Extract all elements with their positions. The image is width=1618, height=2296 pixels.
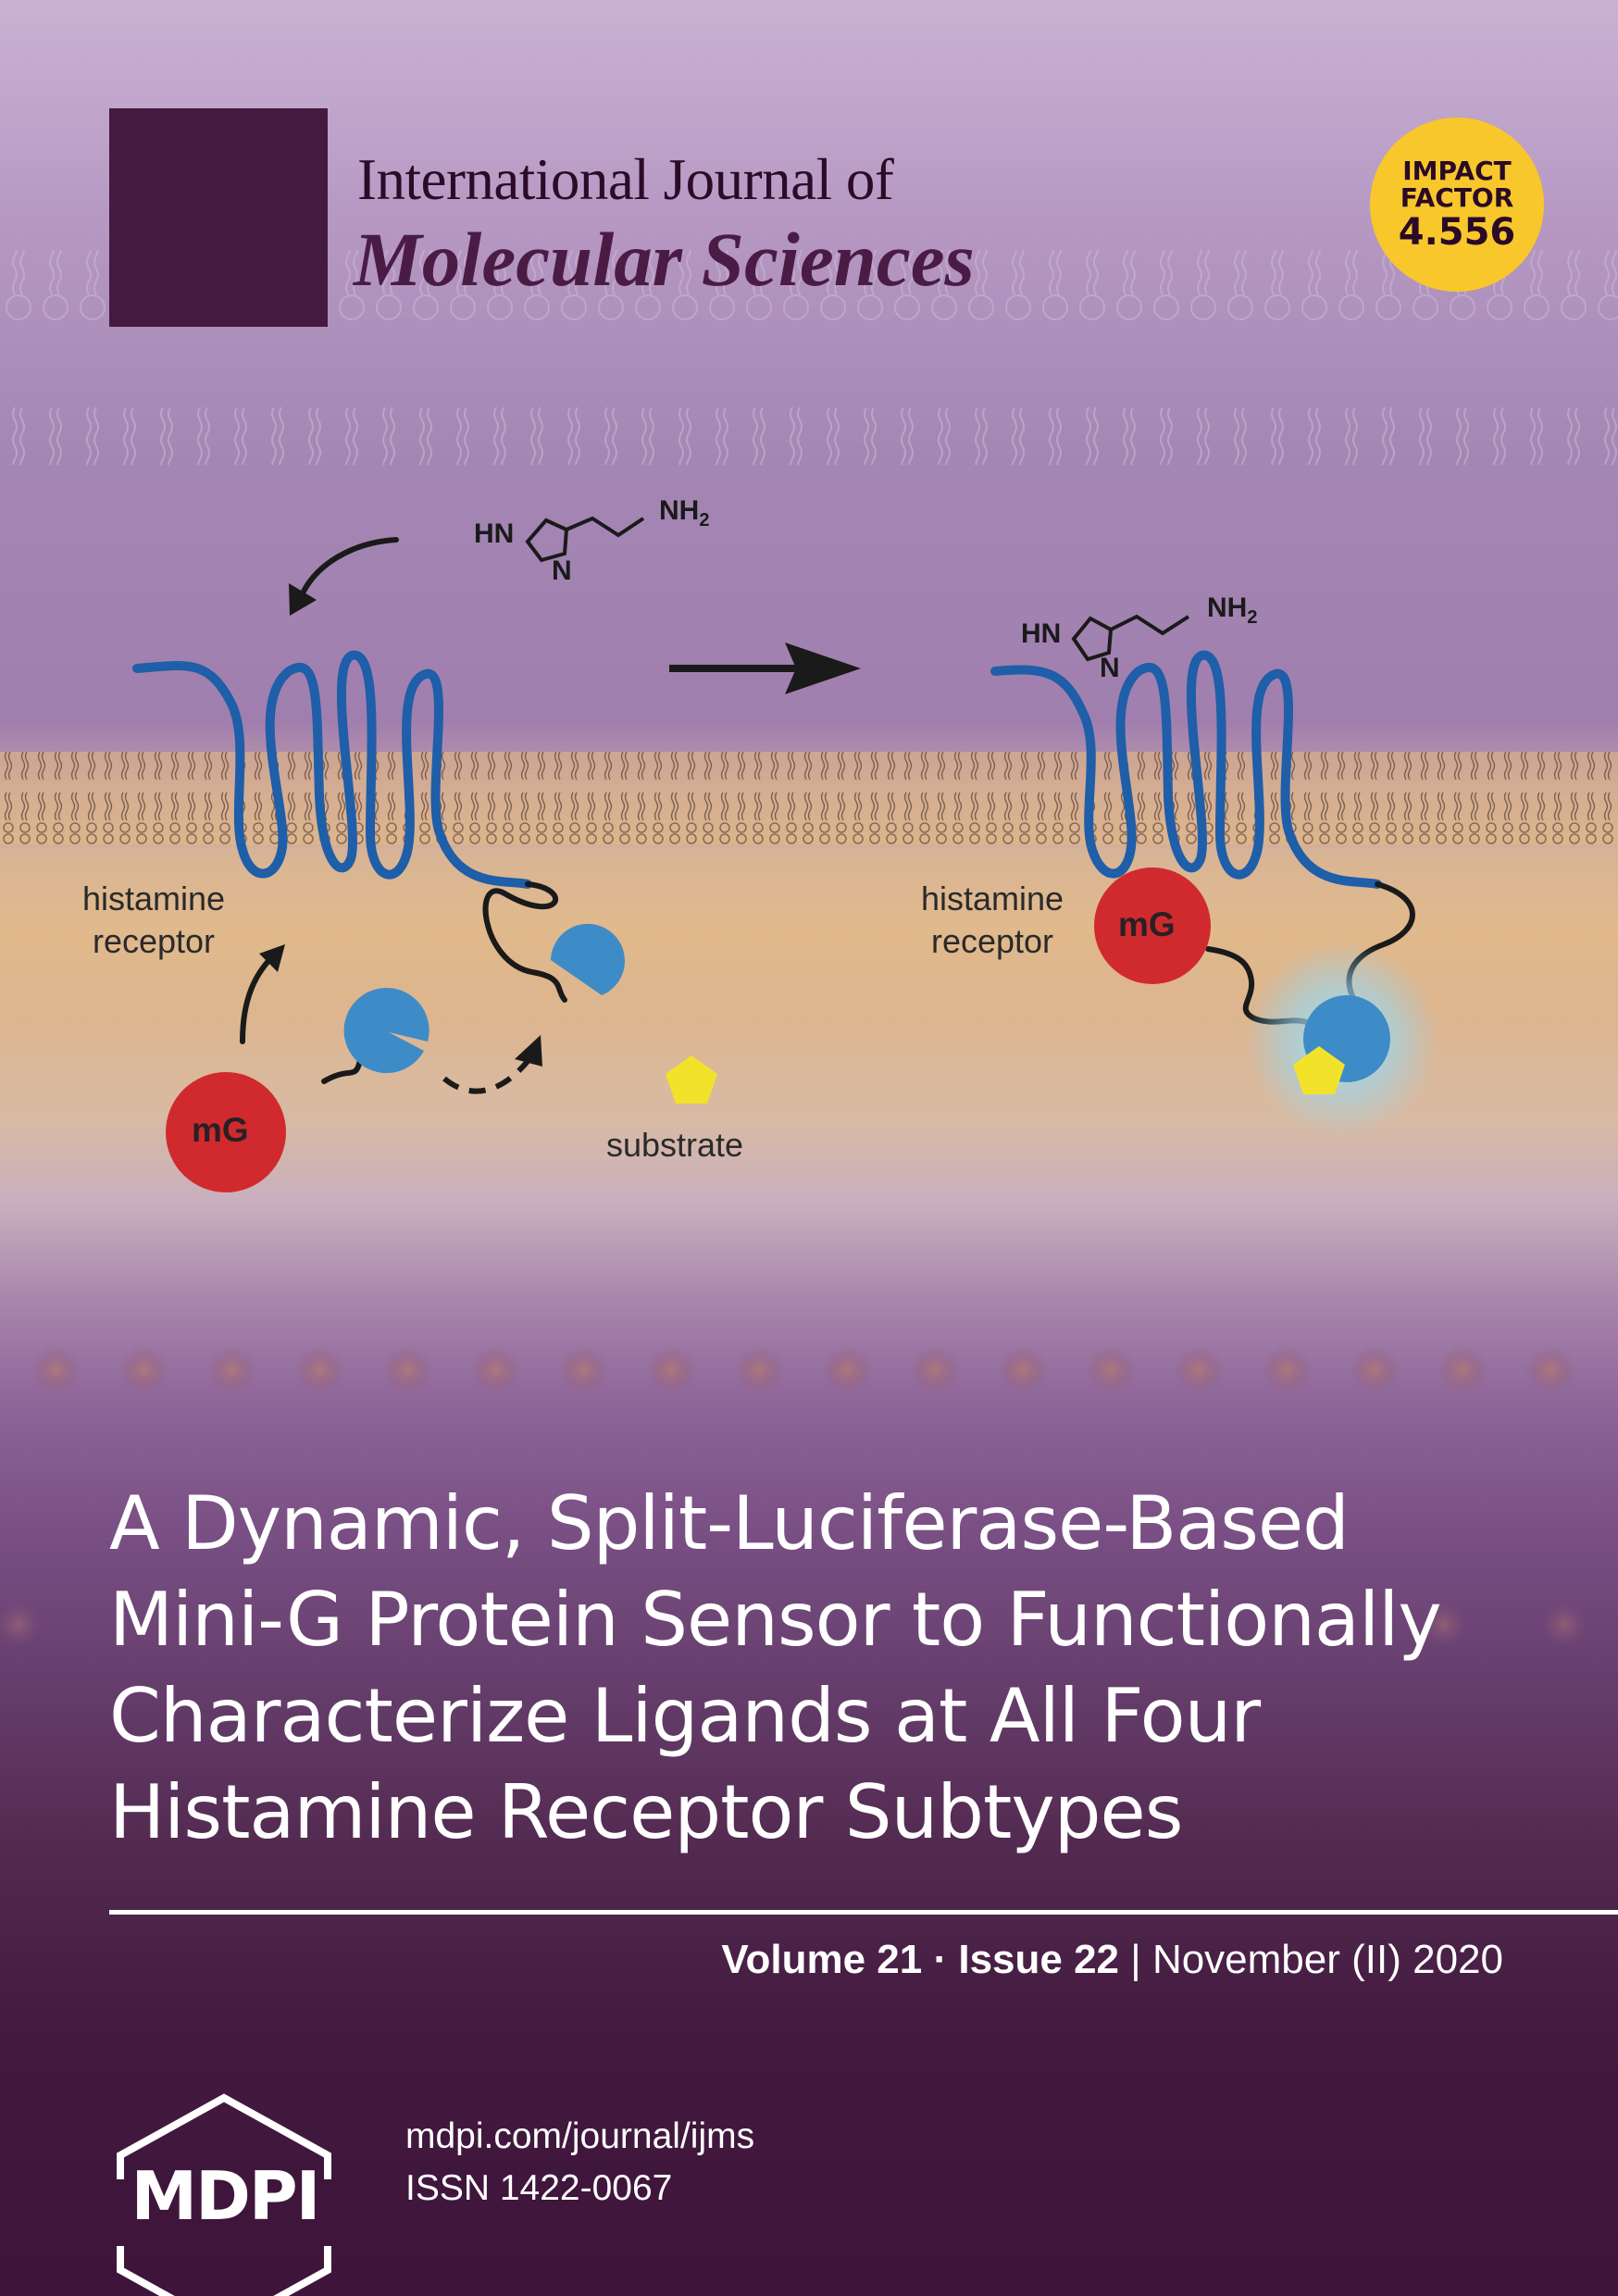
nh-text: NH bbox=[659, 495, 700, 526]
date-separator: | bbox=[1130, 1937, 1141, 1982]
curved-arrowhead bbox=[289, 583, 317, 616]
journal-title-line-2: Molecular Sciences bbox=[354, 217, 975, 302]
issue-separator: · bbox=[933, 1937, 948, 1982]
molecule-hn-left: HN bbox=[474, 518, 515, 549]
journal-url[interactable]: mdpi.com/journal/ijms bbox=[405, 2116, 755, 2156]
article-title-line-3: Characterize Ligands at All Four bbox=[109, 1673, 1261, 1759]
substrate-label: substrate bbox=[606, 1126, 744, 1164]
issue-date: November (II) 2020 bbox=[1151, 1937, 1503, 1982]
issue-info: Volume 21 · Issue 22 | November (II) 202… bbox=[721, 1937, 1503, 1983]
journal-logo-box bbox=[109, 108, 328, 327]
left-mini-g-protein bbox=[166, 1072, 286, 1192]
left-histamine-molecule bbox=[525, 516, 645, 563]
arrow-right-head bbox=[785, 643, 861, 694]
dashed-arrow bbox=[442, 1054, 535, 1094]
right-substrate bbox=[1293, 1046, 1345, 1094]
impact-factor-badge: IMPACT FACTOR 4.556 bbox=[1370, 118, 1544, 292]
nh-text: NH bbox=[1207, 593, 1248, 623]
arrow-curved-icon bbox=[298, 537, 399, 600]
right-receptor-label: histamine receptor bbox=[909, 878, 1076, 963]
left-luciferase-fragment-n bbox=[343, 988, 429, 1074]
right-receptor-label-1: histamine bbox=[920, 880, 1064, 917]
up-arrowhead bbox=[259, 944, 285, 972]
article-title-line-1: A Dynamic, Split-Luciferase-Based bbox=[109, 1480, 1350, 1566]
impact-factor-value: 4.556 bbox=[1398, 211, 1516, 255]
nh-subscript: 2 bbox=[1247, 607, 1258, 628]
title-divider bbox=[109, 1910, 1618, 1915]
mdpi-logo-text: MDPI bbox=[131, 2157, 321, 2235]
right-mini-g-label: mG bbox=[1118, 905, 1176, 943]
nh-subscript: 2 bbox=[699, 510, 710, 530]
article-title-line-2: Mini-G Protein Sensor to Functionally bbox=[109, 1577, 1442, 1663]
right-receptor-diagram bbox=[990, 650, 1439, 1136]
left-receptor-diagram bbox=[132, 537, 717, 1192]
volume-number: Volume 21 bbox=[721, 1937, 923, 1982]
molecule-nh2-left: NH2 bbox=[659, 495, 709, 531]
left-linker bbox=[482, 881, 567, 1003]
impact-factor-label-2: FACTOR bbox=[1400, 182, 1514, 213]
article-title: A Dynamic, Split-Luciferase-Based Mini-G… bbox=[109, 1476, 1590, 1861]
right-receptor-label-2: receptor bbox=[930, 922, 1054, 960]
left-luciferase-fragment-c bbox=[551, 923, 625, 995]
journal-title-line-1: International Journal of bbox=[357, 147, 894, 212]
molecule-nh2-right: NH2 bbox=[1207, 593, 1257, 629]
issn-number: ISSN 1422-0067 bbox=[405, 2168, 673, 2208]
left-receptor-label-1: histamine bbox=[81, 880, 226, 917]
issue-number: Issue 22 bbox=[958, 1937, 1120, 1982]
substrate-pentagon bbox=[666, 1055, 717, 1104]
right-mini-g-protein bbox=[1094, 867, 1211, 984]
left-mini-g-label: mG bbox=[192, 1111, 249, 1149]
left-receptor-label: histamine receptor bbox=[70, 878, 237, 963]
article-title-line-4: Histamine Receptor Subtypes bbox=[109, 1769, 1183, 1855]
dashed-arrowhead bbox=[515, 1035, 542, 1067]
left-receptor-label-2: receptor bbox=[92, 922, 216, 960]
molecule-n-left: N bbox=[552, 555, 572, 586]
right-receptor-chain bbox=[990, 650, 1382, 889]
mdpi-hexagon-icon bbox=[109, 2093, 339, 2296]
molecule-hn-right: HN bbox=[1021, 618, 1062, 649]
left-receptor-chain bbox=[132, 650, 532, 889]
impact-factor-label-1: IMPACT bbox=[1402, 155, 1512, 186]
molecule-n-right: N bbox=[1100, 653, 1120, 683]
right-histamine-molecule bbox=[1071, 614, 1190, 662]
